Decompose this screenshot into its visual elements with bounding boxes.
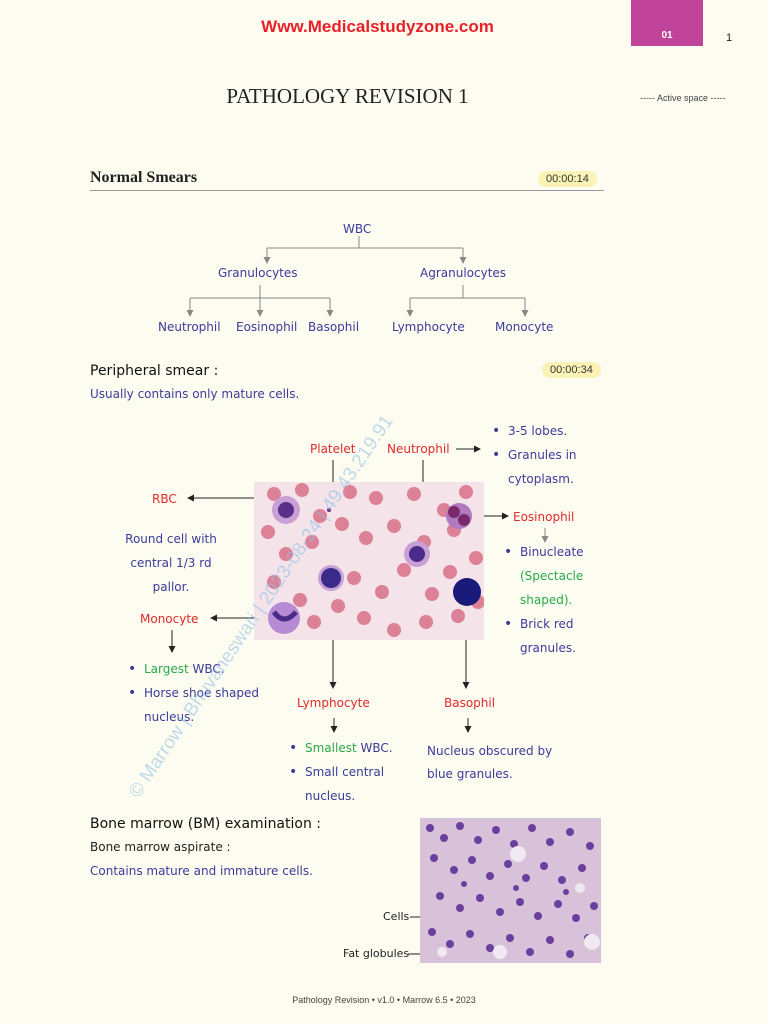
active-space-label: ----- Active space ----- [640, 93, 726, 103]
bone-marrow-illustration [420, 818, 601, 963]
eosinophil-points: Binucleate (Spectacle shaped). Brick red gr… [504, 540, 604, 660]
lymphocyte-point-2: Small central nucleus. [289, 760, 409, 808]
label-neutrophil: Neutrophil [387, 442, 450, 456]
section-divider [90, 190, 604, 191]
bone-marrow-line2: Contains mature and immature cells. [90, 864, 313, 878]
rbc-desc-line3: pallor. [152, 580, 190, 594]
basophil-desc-line2: blue granules. [427, 767, 513, 781]
lymphocyte-point-2-line1: Small central [305, 765, 385, 779]
lymphocyte-point-1-green: Smallest [305, 741, 357, 755]
peripheral-smear-heading: Peripheral smear : [90, 363, 219, 379]
eosinophil-point-1: Binucleate (Spectacle shaped). [504, 540, 604, 612]
bone-marrow-line1: Bone marrow aspirate : [90, 840, 231, 854]
neutrophil-point-2-line1: Granules in [508, 448, 577, 462]
site-url[interactable]: Www.Medicalstudyzone.com [261, 17, 494, 36]
lymphocyte-point-1: Smallest WBC. [289, 736, 409, 760]
bone-marrow-heading: Bone marrow (BM) examination : [90, 816, 321, 832]
neutrophil-point-2-line2: cytoplasm. [508, 472, 574, 486]
section-heading-normal-smears: Normal Smears [90, 169, 198, 186]
tree-eosinophil: Eosinophil [236, 320, 298, 334]
lymphocyte-point-1-rest: WBC. [356, 741, 393, 755]
page-title: PATHOLOGY REVISION 1 [226, 84, 469, 108]
label-cells: Cells [383, 910, 410, 923]
timestamp-badge[interactable]: 00:00:14 [538, 171, 597, 187]
smear-illustration [261, 483, 484, 637]
basophil-desc-line1: Nucleus obscured by [427, 744, 553, 758]
label-lymphocyte: Lymphocyte [297, 696, 370, 710]
eosinophil-point-1-green1: (Spectacle [520, 569, 584, 583]
page-number: 1 [726, 32, 733, 44]
basophil-description: Nucleus obscured by blue granules. [427, 740, 552, 786]
lymphocyte-point-2-line2: nucleus. [305, 789, 356, 803]
eosinophil-point-1-text: Binucleate [520, 545, 584, 559]
monocyte-point-2: Horse shoe shaped nucleus. [128, 681, 278, 729]
neutrophil-point-2: Granules in cytoplasm. [492, 443, 592, 491]
rbc-desc-line1: Round cell with [125, 532, 217, 546]
monocyte-point-1-green: Largest [144, 662, 189, 676]
eosinophil-point-2: Brick red granules. [504, 612, 604, 660]
eosinophil-point-1-green2: shaped). [520, 593, 573, 607]
tree-neutrophil: Neutrophil [158, 320, 221, 334]
rbc-description: Round cell with central 1/3 rd pallor. [121, 527, 221, 599]
tree-granulocytes: Granulocytes [218, 266, 298, 280]
tree-agranulocytes: Agranulocytes [420, 266, 507, 280]
tree-root-wbc: WBC [343, 222, 372, 236]
page-box-label: 01 [661, 30, 673, 41]
monocyte-points: Largest WBC. Horse shoe shaped nucleus. [128, 657, 278, 729]
tree-basophil: Basophil [308, 320, 360, 334]
page-box: 01 [631, 0, 703, 46]
tree-monocyte: Monocyte [495, 320, 554, 334]
label-fat-globules: Fat globules [343, 947, 410, 960]
monocyte-point-2-line1: Horse shoe shaped [144, 686, 259, 700]
eosinophil-point-2-line2: granules. [520, 641, 576, 655]
tree-lymphocyte: Lymphocyte [392, 320, 465, 334]
bone-marrow-image [420, 818, 601, 963]
eosinophil-point-2-line1: Brick red [520, 617, 574, 631]
label-basophil: Basophil [444, 696, 496, 710]
label-eosinophil: Eosinophil [513, 510, 575, 524]
monocyte-point-2-line2: nucleus. [144, 710, 195, 724]
neutrophil-points: 3-5 lobes. Granules in cytoplasm. [492, 419, 592, 491]
peripheral-smear-subtext: Usually contains only mature cells. [90, 387, 300, 401]
label-monocyte: Monocyte [140, 612, 199, 626]
peripheral-smear-image [254, 482, 484, 640]
lymphocyte-points: Smallest WBC. Small central nucleus. [289, 736, 409, 808]
rbc-desc-line2: central 1/3 rd [130, 556, 212, 570]
monocyte-point-1: Largest WBC. [128, 657, 278, 681]
monocyte-point-1-rest: WBC. [188, 662, 225, 676]
label-platelet: Platelet [310, 442, 356, 456]
page-footer: Pathology Revision • v1.0 • Marrow 6.5 •… [292, 995, 476, 1005]
neutrophil-point-1: 3-5 lobes. [492, 419, 592, 443]
timestamp-badge-peripheral[interactable]: 00:00:34 [542, 362, 601, 378]
label-rbc: RBC [152, 492, 177, 506]
